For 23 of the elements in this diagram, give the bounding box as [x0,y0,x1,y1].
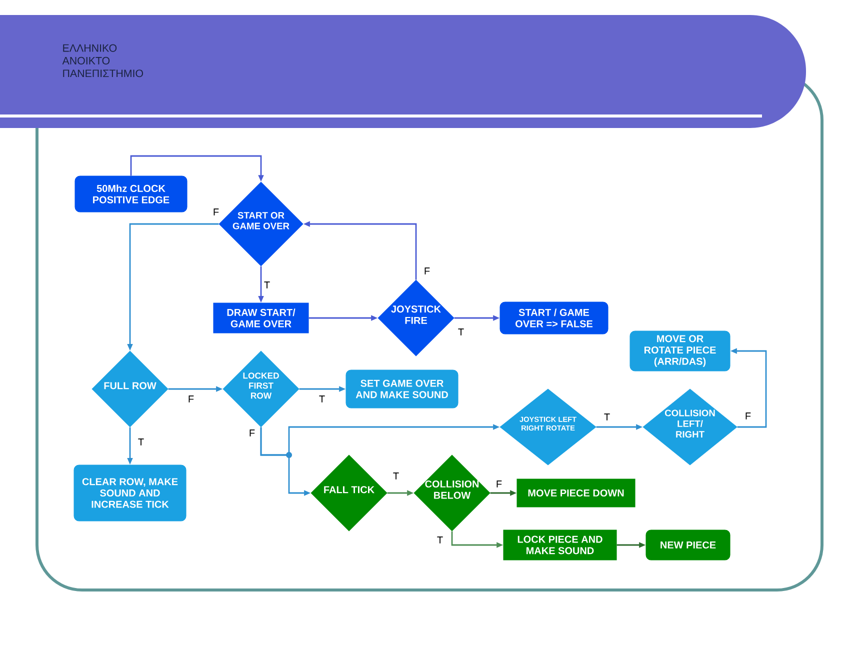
edge-label: T [318,394,326,404]
edge-label: F [248,428,256,438]
edge-label: F [494,479,504,489]
process-box: MOVE OR ROTATE PIECE (ARR/DAS) [630,330,730,372]
edge-label: T [392,471,400,481]
university-name: ΕΛΛΗΝΙΚΟ ΑΝΟΙΚΤΟ ΠΑΝΕΠΙΣΤΗΜΙΟ [62,44,143,78]
edge-label: F [186,394,196,404]
process-box: NEW PIECE [646,530,730,560]
edge-label: T [262,280,272,290]
process-box: 50Mhz CLOCK POSITIVE EDGE [74,176,188,212]
process-box: LOCK PIECE AND MAKE SOUND [503,530,617,560]
edge-label: F [744,411,752,421]
process-box: MOVE PIECE DOWN [516,478,636,508]
edge-label: T [136,437,146,447]
process-box: SET GAME OVER AND MAKE SOUND [346,370,458,408]
edge-label: F [212,207,220,217]
process-box: DRAW START/ GAME OVER [213,302,309,334]
edge-label: T [602,412,612,422]
edge-label: T [436,535,444,545]
process-box: CLEAR ROW, MAKE SOUND AND INCREASE TICK [74,464,186,522]
edge-label: F [422,266,432,276]
process-box: START / GAME OVER => FALSE [500,302,608,334]
edge-label: T [456,327,466,337]
